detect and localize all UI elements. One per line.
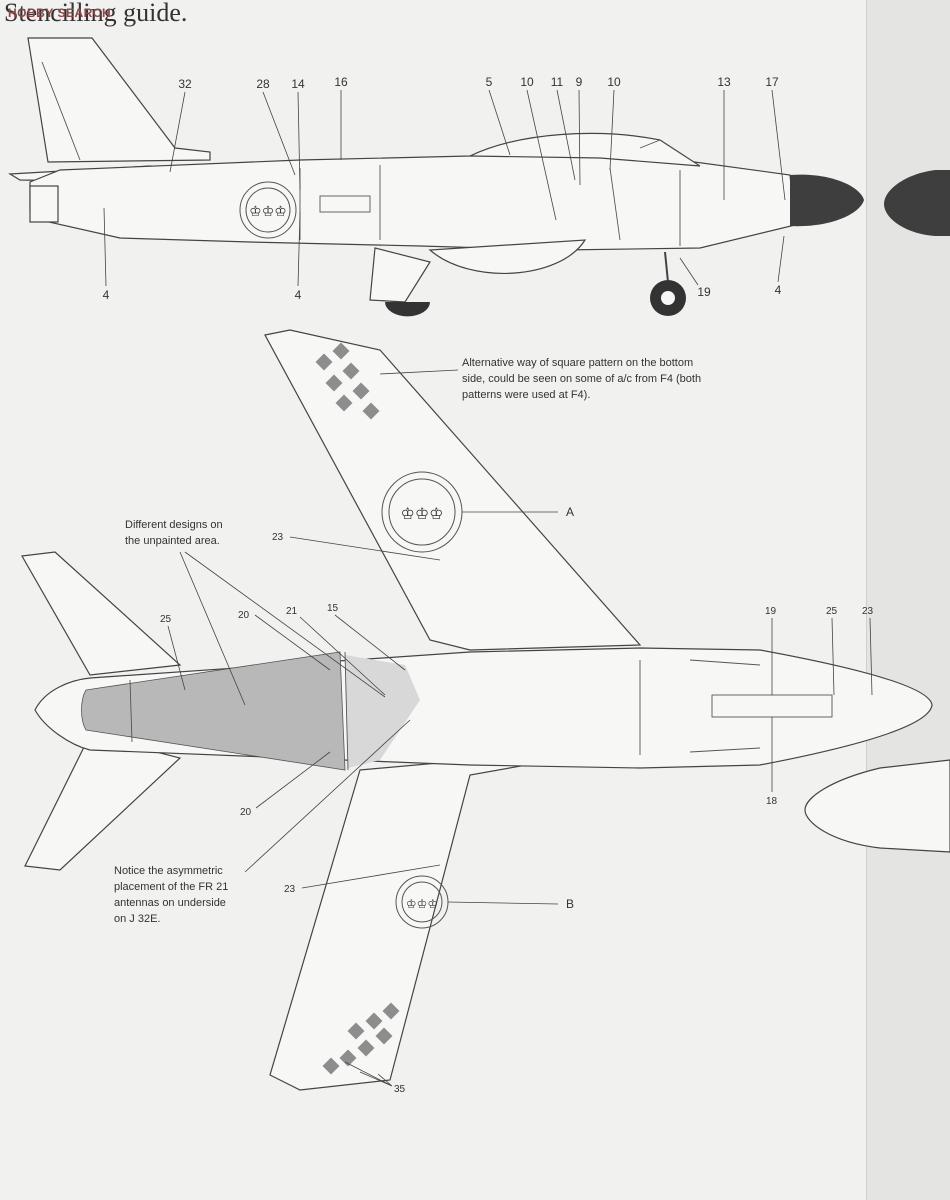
- side-tail-fin: [27, 37, 211, 163]
- unpainted-tail-area: [81, 651, 346, 771]
- next-page-nose: [884, 170, 950, 236]
- nose-panel-lines: [639, 659, 761, 755]
- side-view: ♔♔♔ 32 28 14 16 5 10 11 9 10 13 17: [8, 37, 950, 317]
- leader-25-tail: [167, 625, 186, 691]
- side-leader-lines-bottom: [103, 207, 785, 287]
- note-designs-line1: Different designs on: [125, 519, 223, 531]
- canopy-frame: [639, 139, 701, 167]
- callout-15: 15: [327, 603, 339, 614]
- leader-21: [299, 616, 386, 696]
- leader-23-bottom: [301, 864, 441, 889]
- callout-14: 14: [291, 77, 305, 91]
- leader-25-nose: [831, 617, 835, 696]
- side-hatch: [319, 195, 371, 213]
- note-alt-pattern-line2: side, could be seen on some of a/c from …: [462, 373, 701, 385]
- watermark-logo: HOBBY SEARCH: [8, 6, 112, 20]
- callout-18: 18: [766, 796, 778, 807]
- bottom-view: ♔♔♔ ♔♔♔ Alternative way of square patter…: [21, 329, 950, 1095]
- side-nose-cone: [790, 174, 864, 227]
- lower-wing: [269, 744, 641, 1091]
- callout-32: 32: [178, 77, 192, 91]
- nose-gear-leg: [664, 251, 669, 283]
- callout-23-top: 23: [272, 532, 284, 543]
- note-asym-line3: antennas on underside: [114, 897, 226, 909]
- leader-20-bottom: [255, 751, 331, 809]
- leader-23-top: [289, 536, 441, 561]
- callout-13: 13: [717, 75, 731, 89]
- side-leader-lines-top: [169, 89, 786, 221]
- lower-tailplane: [24, 734, 182, 871]
- leader-alt-pattern: [379, 369, 459, 375]
- three-crowns-icon: ♔♔♔: [406, 897, 438, 911]
- callout-19: 19: [697, 285, 711, 299]
- checker-pattern-top: [315, 342, 380, 420]
- leader-designs: [179, 551, 386, 706]
- callout-9: 9: [576, 75, 583, 89]
- callout-B: B: [566, 897, 574, 911]
- leader-20-top: [254, 614, 331, 671]
- callout-19-nose: 19: [765, 606, 777, 617]
- note-alt-pattern-line1: Alternative way of square pattern on the…: [462, 357, 693, 369]
- callout-17: 17: [765, 75, 779, 89]
- upper-wing: [264, 329, 642, 651]
- callout-21: 21: [286, 606, 298, 617]
- callout-4c: 4: [775, 283, 782, 297]
- leader-asym: [244, 719, 411, 873]
- callout-25-tail: 25: [160, 614, 172, 625]
- callout-A: A: [566, 505, 574, 519]
- upper-tailplane: [21, 551, 182, 676]
- side-fuselage: [29, 149, 796, 251]
- leader-B: [447, 901, 559, 905]
- note-designs-line2: the unpainted area.: [125, 535, 220, 547]
- page-title: Stencilling guide.: [4, 0, 188, 27]
- light-grey-area: [345, 655, 420, 768]
- callout-10b: 10: [607, 75, 621, 89]
- side-drop-tank: [428, 239, 587, 274]
- callout-25-nose: 25: [826, 606, 838, 617]
- note-asym-line1: Notice the asymmetric: [114, 865, 223, 877]
- note-asym-line2: placement of the FR 21: [114, 881, 228, 893]
- callout-23-bottom: 23: [284, 884, 296, 895]
- three-crowns-icon: ♔♔♔: [400, 506, 443, 523]
- callout-11: 11: [551, 75, 564, 89]
- note-alt-pattern-line3: patterns were used at F4).: [462, 389, 590, 401]
- three-crowns-icon: ♔♔♔: [249, 203, 287, 219]
- next-page-drop-tank: [804, 759, 950, 853]
- callout-20-bottom: 20: [240, 807, 252, 818]
- side-panel-lines: [299, 165, 681, 246]
- roundel-B: ♔♔♔: [395, 875, 449, 929]
- side-main-gear-door: [369, 247, 431, 303]
- leader-35: [344, 1061, 393, 1087]
- leader-15: [334, 614, 406, 671]
- side-exhaust: [29, 185, 59, 223]
- side-roundel: ♔♔♔: [239, 181, 297, 239]
- callout-16: 16: [334, 75, 348, 89]
- tail-panel-lines: [129, 651, 349, 771]
- callout-35: 35: [394, 1084, 406, 1095]
- callout-10a: 10: [520, 75, 534, 89]
- callout-28: 28: [256, 77, 270, 91]
- callout-23-nose: 23: [862, 606, 874, 617]
- note-asym-line4: on J 32E.: [114, 913, 160, 925]
- callout-4b: 4: [295, 288, 302, 302]
- callout-5: 5: [486, 75, 493, 89]
- leader-23-nose: [869, 617, 873, 696]
- main-wheel-icon: [385, 302, 430, 317]
- callout-4a: 4: [103, 288, 110, 302]
- callout-20-top: 20: [238, 610, 250, 621]
- fin-rudder-line: [41, 61, 81, 161]
- roundel-A: ♔♔♔: [381, 471, 463, 553]
